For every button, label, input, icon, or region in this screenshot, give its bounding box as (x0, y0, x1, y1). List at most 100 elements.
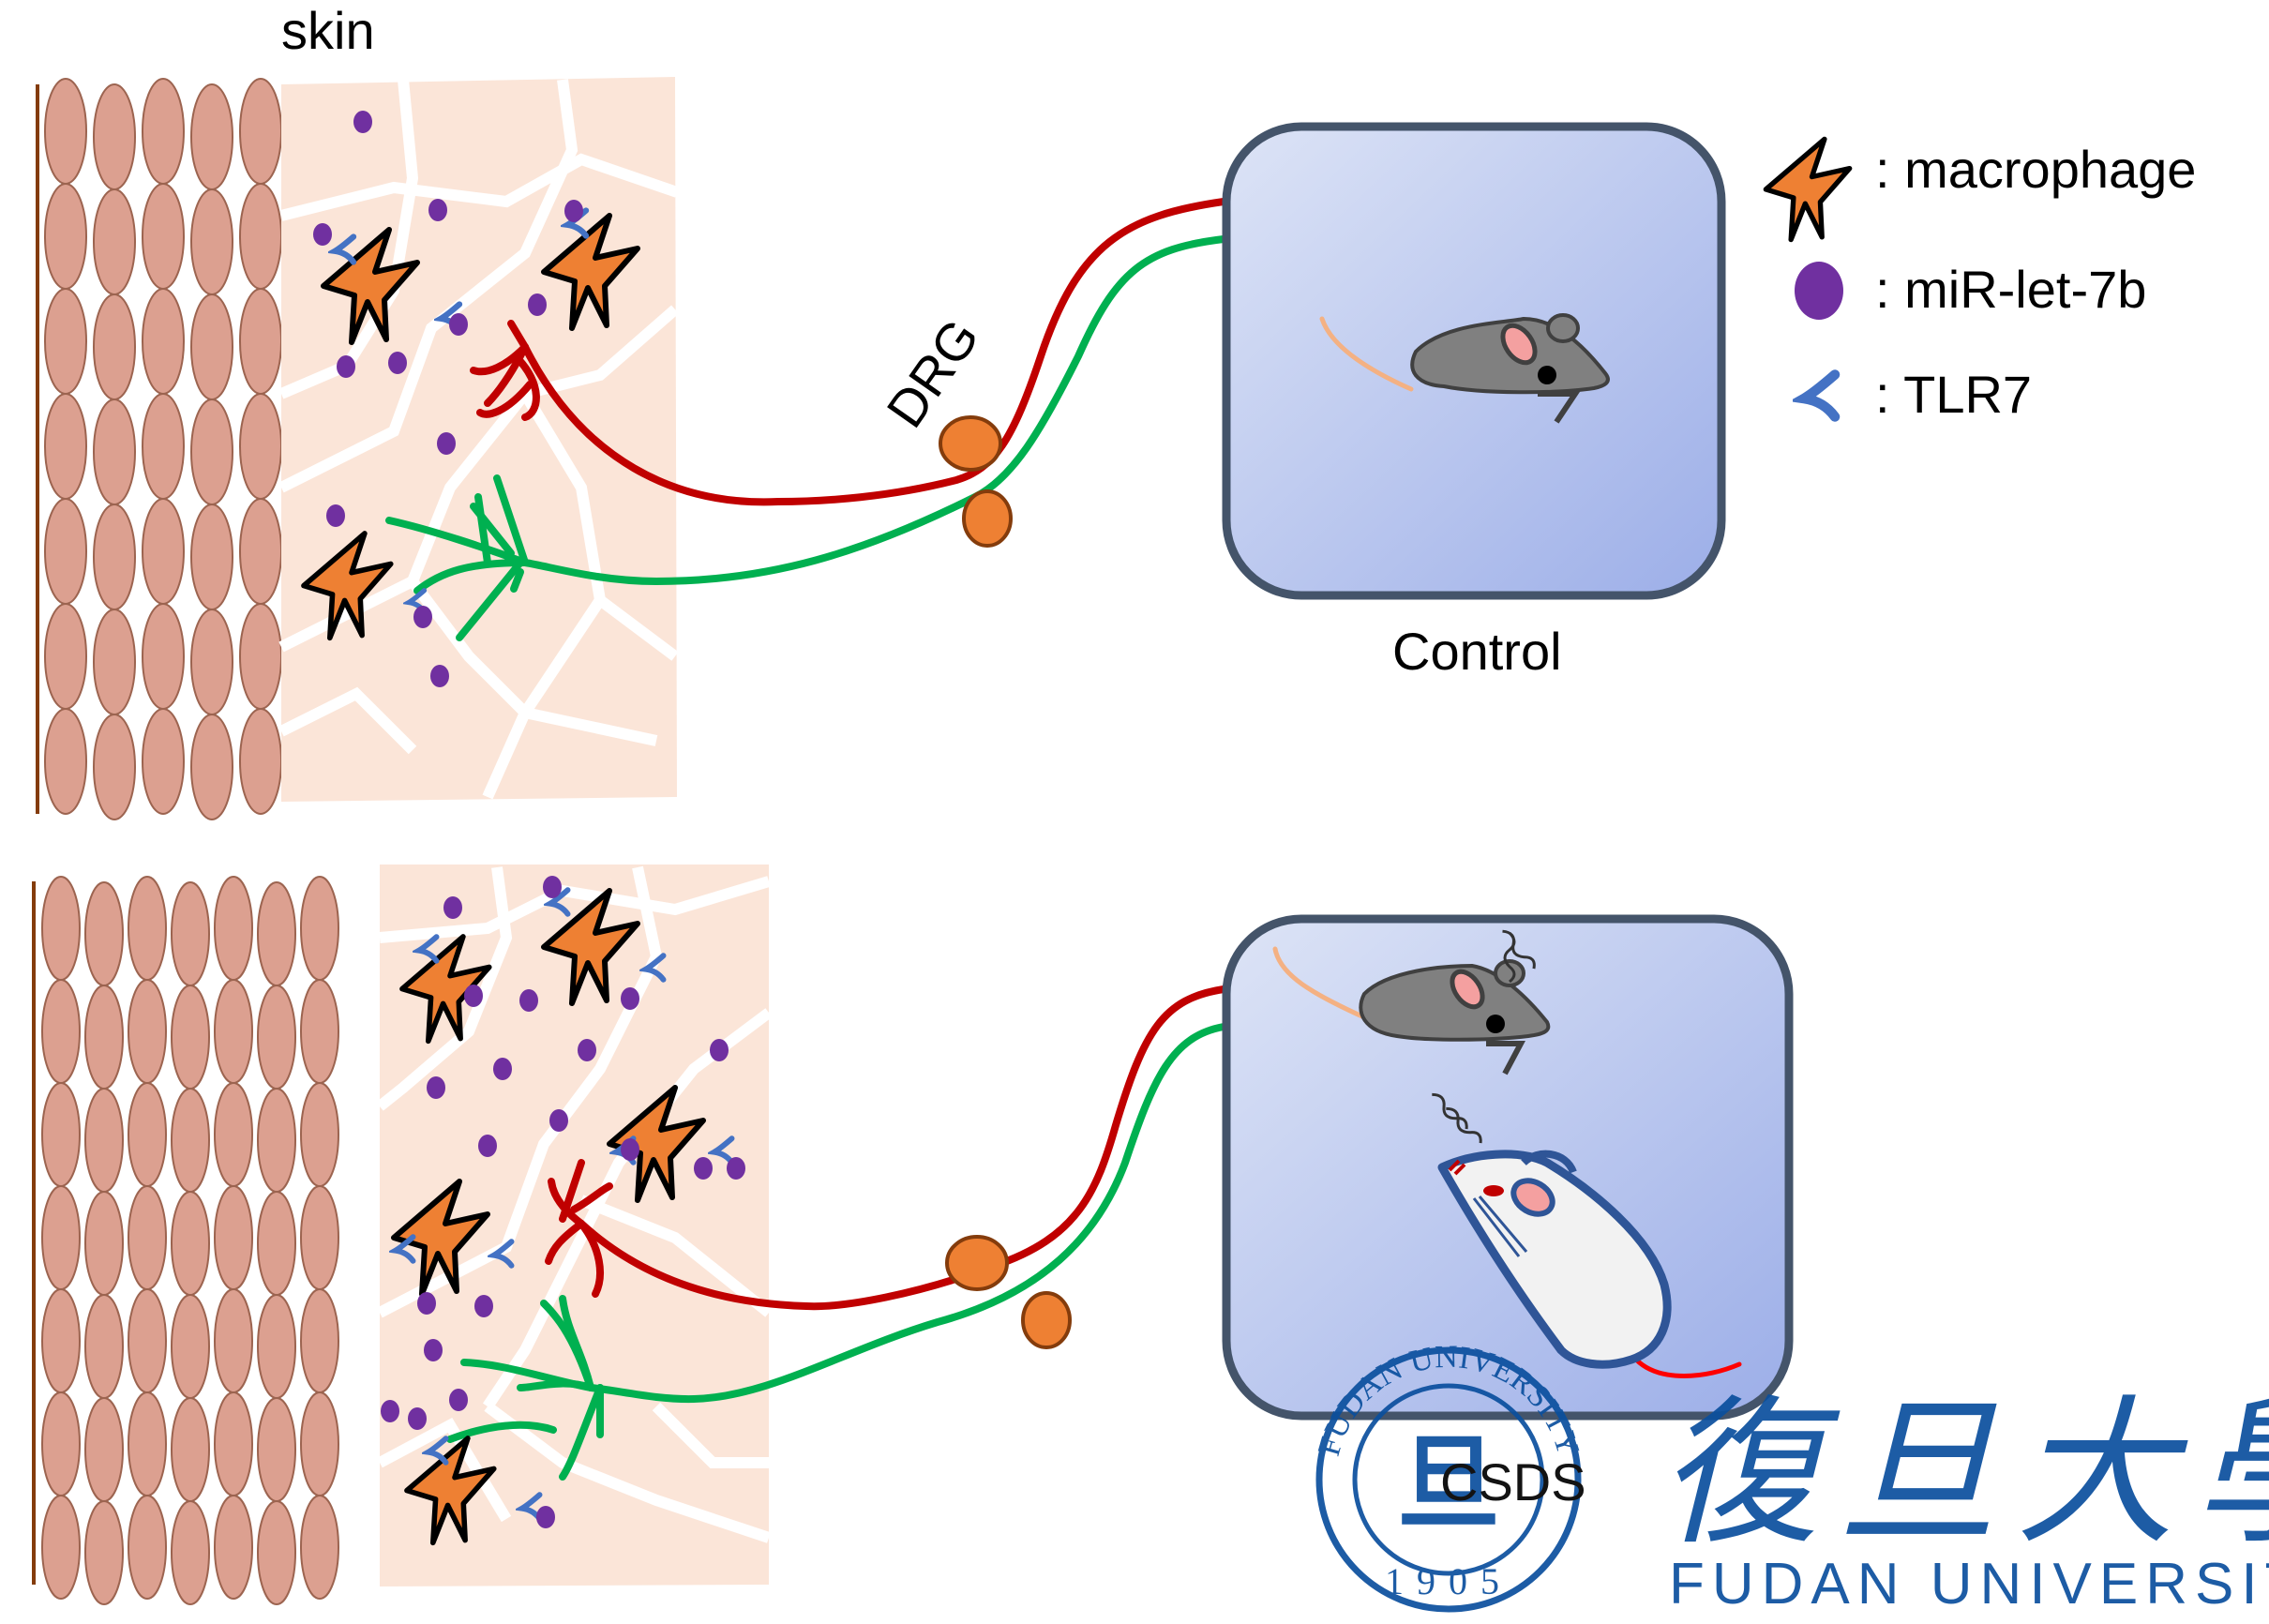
mouse-ear (1500, 323, 1538, 366)
mir-let-7b-particle (536, 1506, 555, 1528)
keratinocyte (41, 1288, 81, 1393)
mir-let-7b-particle (727, 1157, 745, 1180)
keratinocyte (44, 393, 87, 500)
keratinocyte (190, 293, 233, 400)
mir-let-7b-particle (694, 1157, 713, 1180)
keratinocyte (190, 504, 233, 610)
keratinocyte (93, 83, 136, 190)
drg-cell (1021, 1291, 1072, 1349)
fudan-english-name: FUDAN UNIVERSITY (1669, 1552, 2269, 1616)
keratinocyte (41, 1082, 81, 1187)
keratinocyte (239, 603, 282, 710)
mir-let-7b-particle (528, 293, 547, 316)
keratinocyte (128, 1495, 167, 1600)
fudan-chinese-name: 復旦大學 (1660, 1381, 2269, 1567)
tlr7-icon (1804, 375, 1835, 417)
mir-let-7b-particle (449, 1389, 468, 1411)
keratinocyte (128, 876, 167, 981)
keratinocyte (214, 876, 253, 981)
keratinocyte (44, 603, 87, 710)
mir-let-7b-particle (549, 1109, 568, 1132)
mouse-ear-inner (1510, 1178, 1555, 1217)
aggressor-mouse (1437, 1150, 1742, 1378)
mir-let-7b-particle (424, 1339, 443, 1361)
mouse-ear-back (1494, 959, 1525, 987)
drg-cells-bottom (945, 1235, 1072, 1349)
mir-let-7b-particle (437, 432, 456, 455)
mirna-bottom (381, 876, 745, 1528)
csds-panel (32, 865, 773, 1605)
keratinocyte (171, 1397, 210, 1502)
keratinocyte (171, 985, 210, 1090)
keratinocyte (41, 876, 81, 981)
keratinocyte (142, 183, 185, 290)
keratinocyte (142, 393, 185, 500)
keratinocyte (239, 498, 282, 605)
keratinocyte (214, 1288, 253, 1393)
keratinocyte (300, 876, 339, 981)
drg-cell (939, 415, 1002, 472)
drg-cells-top (939, 415, 1013, 548)
legend-label-mirna: : miR-let-7b (1875, 260, 2146, 319)
mir-let-7b-particle (430, 665, 449, 687)
drg-cell (945, 1235, 1009, 1291)
keratinocyte (171, 1088, 210, 1193)
mir-let-7b-particle (337, 355, 355, 378)
keratinocyte (84, 1397, 124, 1502)
keratinocyte (257, 881, 296, 986)
mir-let-7b-particle (478, 1135, 497, 1157)
keratinocyte (300, 1495, 339, 1600)
mirna-top (313, 111, 583, 687)
keratinocyte (41, 979, 81, 1084)
mir-let-7b-particle (564, 200, 583, 222)
seal-year: 1905 (1385, 1560, 1512, 1602)
keratinocyte (128, 1082, 167, 1187)
keratinocyte (93, 293, 136, 400)
mouse-ear (1450, 969, 1485, 1010)
mouse-body (1437, 1150, 1672, 1369)
keratinocyte (93, 188, 136, 295)
mir-let-7b-particle (519, 989, 538, 1012)
keratinocyte (239, 288, 282, 395)
keratinocyte (190, 398, 233, 505)
mir-let-7b-icon (1795, 262, 1843, 320)
mouse-nose (1448, 1159, 1466, 1176)
keratinocyte (190, 714, 233, 820)
control-label: Control (1392, 622, 1562, 681)
keratinocyte (171, 1294, 210, 1399)
legend-label-tlr7: : TLR7 (1875, 365, 2032, 424)
control-mouse (1319, 313, 1610, 424)
keratinocyte (93, 504, 136, 610)
keratinocyte (239, 708, 282, 815)
keratinocyte (142, 288, 185, 395)
mir-let-7b-particle (710, 1039, 729, 1061)
keratinocyte (84, 1191, 124, 1296)
keratinocyte (84, 1294, 124, 1399)
mir-let-7b-particle (353, 111, 372, 133)
epidermis-bottom (41, 876, 339, 1605)
keratinocyte (257, 1191, 296, 1296)
keratinocyte (93, 714, 136, 820)
keratinocyte (84, 1088, 124, 1193)
keratinocyte (171, 1191, 210, 1296)
macrophage-icon (1766, 139, 1849, 239)
keratinocyte (171, 881, 210, 986)
keratinocyte (93, 398, 136, 505)
mir-let-7b-particle (428, 199, 447, 221)
mir-let-7b-particle (417, 1292, 436, 1315)
mouse-tail (1633, 1357, 1742, 1378)
mir-let-7b-particle (578, 1039, 596, 1061)
keratinocyte (44, 288, 87, 395)
keratinocyte (84, 881, 124, 986)
keratinocyte (190, 188, 233, 295)
mir-let-7b-particle (326, 504, 345, 527)
keratinocyte (142, 708, 185, 815)
keratinocyte (214, 1185, 253, 1290)
resident-mouse (1272, 946, 1551, 1075)
keratinocyte (239, 78, 282, 185)
mouse-whisker (1472, 1195, 1528, 1257)
keratinocyte (190, 83, 233, 190)
keratinocyte (257, 985, 296, 1090)
skin-label: skin (281, 1, 375, 60)
mir-let-7b-particle (381, 1400, 399, 1422)
